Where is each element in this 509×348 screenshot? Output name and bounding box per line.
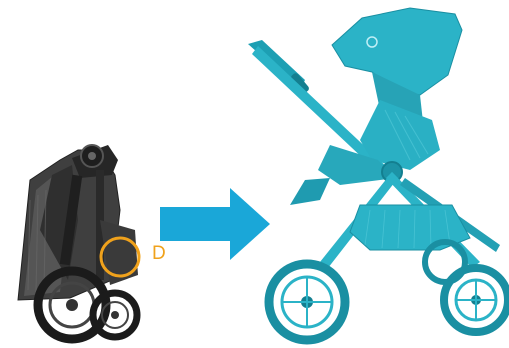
folded-stroller-image xyxy=(18,145,138,339)
arrow-right-icon xyxy=(160,188,270,260)
highlight-label: D xyxy=(152,244,166,263)
unfolded-stroller-image xyxy=(248,8,508,340)
